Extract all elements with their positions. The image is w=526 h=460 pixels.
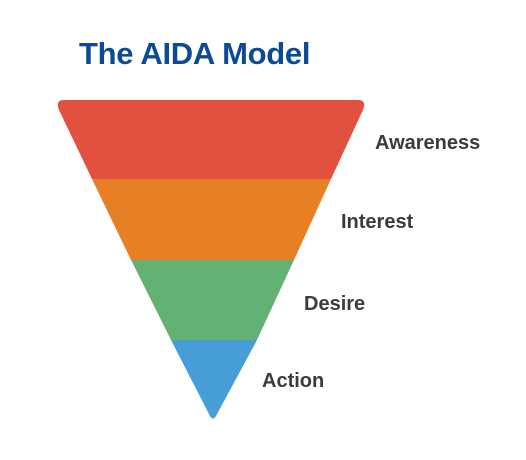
stage-label-interest: Interest <box>341 211 414 233</box>
stage-label-action: Action <box>262 370 325 392</box>
funnel-segment-interest <box>92 179 331 260</box>
stage-label-desire: Desire <box>304 293 366 315</box>
funnel-segment-desire <box>131 260 294 340</box>
stage-label-awareness: Awareness <box>375 132 481 154</box>
funnel-segment-awareness <box>57 100 365 179</box>
funnel-segment-action <box>171 340 257 419</box>
diagram-title: The AIDA Model <box>79 36 311 71</box>
